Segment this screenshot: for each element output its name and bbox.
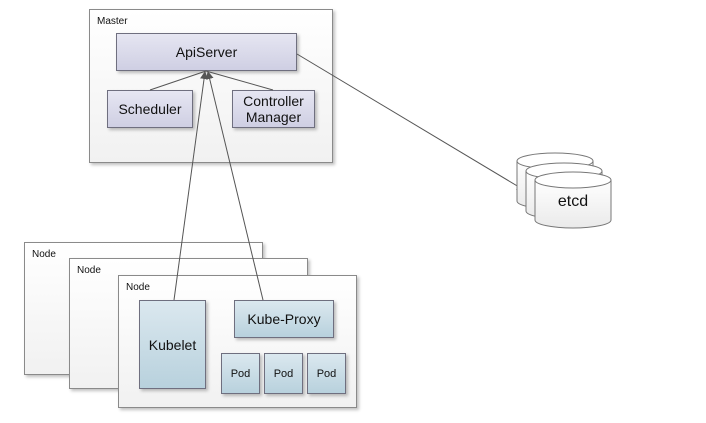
api-server-box[interactable]: ApiServer xyxy=(116,33,297,71)
controller-manager-label: Controller Manager xyxy=(243,93,304,125)
etcd-cylinder-back xyxy=(516,152,594,210)
kubelet-label: Kubelet xyxy=(148,336,197,353)
pod-box[interactable]: Pod xyxy=(307,353,346,394)
node-label: Node xyxy=(77,265,101,276)
kube-proxy-label: Kube-Proxy xyxy=(247,311,321,327)
kubelet-box[interactable]: Kubelet xyxy=(139,300,206,389)
pod-label: Pod xyxy=(316,367,337,380)
pod-label: Pod xyxy=(273,367,294,380)
node-label: Node xyxy=(32,249,56,260)
controller-manager-box[interactable]: Controller Manager xyxy=(232,90,315,128)
scheduler-box[interactable]: Scheduler xyxy=(107,90,193,128)
pod-box[interactable]: Pod xyxy=(221,353,260,394)
kube-proxy-box[interactable]: Kube-Proxy xyxy=(234,300,334,338)
pod-box[interactable]: Pod xyxy=(264,353,303,394)
api-server-label: ApiServer xyxy=(175,44,238,60)
etcd-label: etcd xyxy=(558,193,588,210)
etcd-cylinder-front[interactable] xyxy=(534,171,612,229)
etcd-cylinder-middle xyxy=(525,162,603,220)
master-label: Master xyxy=(97,16,128,27)
scheduler-label: Scheduler xyxy=(118,101,182,117)
node-label: Node xyxy=(126,282,150,293)
pod-label: Pod xyxy=(230,367,251,380)
